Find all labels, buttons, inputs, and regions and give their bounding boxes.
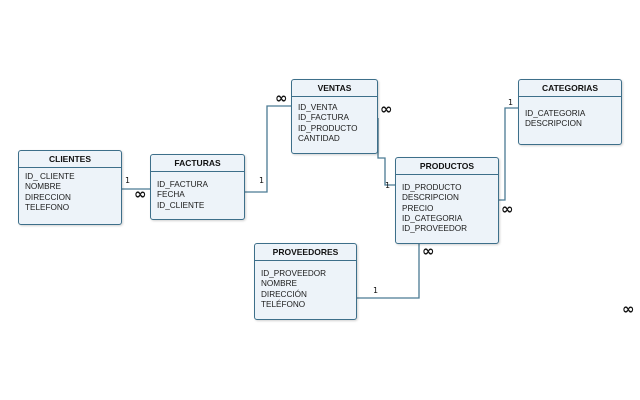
attribute-id-producto: ID_PRODUCTO — [402, 183, 462, 192]
attribute-fecha: FECHA — [157, 190, 185, 200]
cardinality-ventas-productos-one: 1 — [385, 181, 391, 190]
attribute-id-producto: ID_PRODUCTO — [298, 123, 358, 133]
attribute-direccion: DIRECCIÓN — [261, 289, 307, 299]
attribute-nombre: NOMBRE — [261, 279, 297, 289]
entity-proveedores[interactable]: PROVEEDORES ID_PROVEEDOR NOMBRE DIRECCIÓ… — [254, 243, 357, 320]
entity-productos-title: PRODUCTOS — [396, 158, 498, 175]
entity-clientes-title: CLIENTES — [19, 151, 121, 168]
entity-productos[interactable]: PRODUCTOS ID_PRODUCTO DESCRIPCION PRECIO… — [395, 157, 499, 244]
attribute-id-categoria: ID_CATEGORIA — [402, 213, 463, 223]
cardinality-facturas-ventas-one: 1 — [259, 176, 265, 185]
cardinality-proveedores-productos-one: 1 — [373, 286, 379, 295]
attribute-id-factura: ID_FACTURA — [157, 180, 208, 189]
entity-ventas[interactable]: VENTAS ID_VENTA ID_FACTURA ID_PRODUCTO C… — [291, 79, 378, 154]
attribute-id-cliente: ID_ CLIENTE — [25, 172, 75, 181]
attribute-id-factura: ID_FACTURA — [298, 113, 349, 123]
attribute-descripcion: DESCRIPCION — [402, 193, 459, 203]
attribute-descripcion: DESCRIPCION — [525, 119, 582, 129]
cardinality-productos-categorias-many: ∞ — [501, 200, 514, 218]
cardinality-ventas-productos-many: ∞ — [380, 100, 393, 118]
connector-facturas-ventas — [245, 105, 291, 193]
entity-categorias-title: CATEGORIAS — [519, 80, 621, 97]
attribute-id-proveedor: ID_PROVEEDOR — [402, 224, 468, 234]
attribute-id-venta: ID_VENTA — [298, 103, 338, 112]
attribute-nombre: NOMBRE — [25, 182, 61, 192]
attribute-telefono: TELEFONO — [25, 202, 70, 212]
cardinality-clientes-facturas-many: ∞ — [134, 185, 147, 203]
attribute-cantidad: CANTIDAD — [298, 133, 340, 143]
stray-infinity-mark: ∞ — [622, 300, 635, 318]
entity-facturas-title: FACTURAS — [151, 155, 244, 172]
entity-categorias[interactable]: CATEGORIAS ID_CATEGORIA DESCRIPCION — [518, 79, 622, 145]
entity-proveedores-title: PROVEEDORES — [255, 244, 356, 261]
attribute-precio: PRECIO — [402, 203, 434, 213]
connector-productos-categorias — [499, 107, 518, 201]
entity-facturas[interactable]: FACTURAS ID_FACTURA FECHA ID_CLIENTE — [150, 154, 245, 220]
attribute-id-proveedor: ID_PROVEEDOR — [261, 269, 327, 278]
entity-ventas-title: VENTAS — [292, 80, 377, 97]
entity-clientes[interactable]: CLIENTES ID_ CLIENTE NOMBRE DIRECCION TE… — [18, 150, 122, 225]
cardinality-facturas-ventas-many: ∞ — [275, 89, 288, 107]
cardinality-productos-categorias-one: 1 — [508, 98, 514, 107]
attribute-id-categoria: ID_CATEGORIA — [525, 109, 586, 118]
attribute-direccion: DIRECCION — [25, 192, 71, 202]
cardinality-clientes-facturas-one: 1 — [125, 176, 131, 185]
connector-ventas-productos — [377, 118, 395, 186]
cardinality-proveedores-productos-many: ∞ — [422, 242, 435, 260]
connector-proveedores-productos — [357, 244, 420, 299]
attribute-telefono: TELÉFONO — [261, 299, 306, 309]
attribute-id-cliente: ID_CLIENTE — [157, 200, 205, 210]
